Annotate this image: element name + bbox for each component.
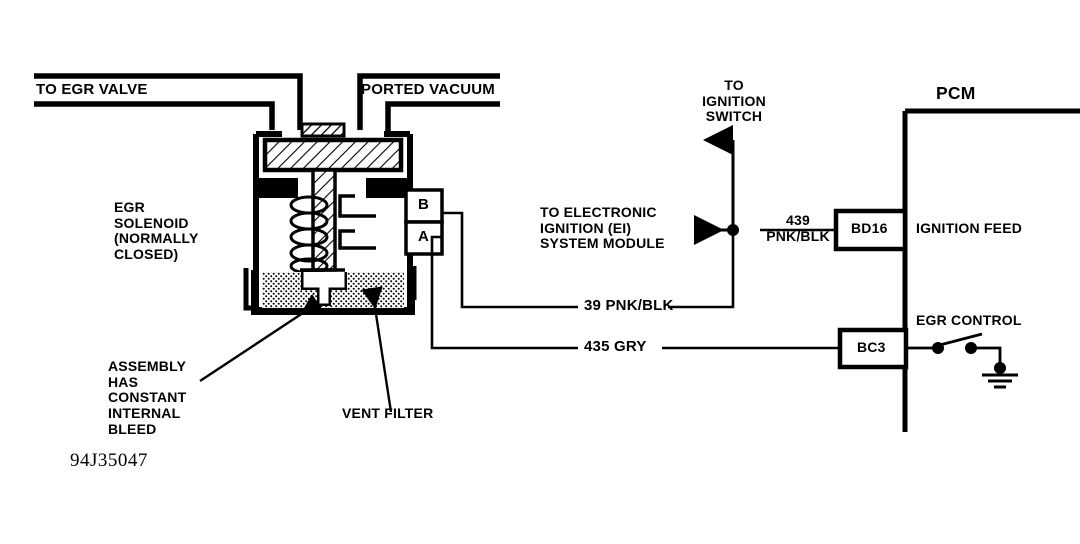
callout-vent-filter: VENT FILTER [342, 405, 434, 421]
ignition-branch [694, 125, 739, 245]
pcm-pin-bd16 [833, 208, 908, 252]
egr-control-switch [906, 332, 1018, 389]
vacuum-lines [34, 73, 500, 134]
solenoid-body [243, 122, 417, 315]
terminal-b-label: B [418, 196, 430, 213]
callout-constant-internal-bleed: ASSEMBLY HAS CONSTANT INTERNAL BLEED [108, 358, 187, 437]
label-egr-solenoid: EGR SOLENOID (NORMALLY CLOSED) [114, 199, 199, 263]
label-to-egr-valve: TO EGR VALVE [36, 81, 148, 98]
pcm-pin-bd16-label: BD16 [851, 220, 888, 236]
pcm-function-egr-control: EGR CONTROL [916, 312, 1022, 328]
label-ported-vacuum: PORTED VACUUM [361, 81, 495, 98]
coil-spring [289, 195, 329, 275]
callout-leaders [199, 286, 393, 413]
terminal-a-label: A [418, 228, 430, 245]
label-ei-system-module: TO ELECTRONIC IGNITION (EI) SYSTEM MODUL… [540, 204, 665, 252]
pcm-boundary [902, 108, 1080, 432]
pcm-pin-bc3-label: BC3 [857, 339, 886, 355]
pcm-function-ignition-feed: IGNITION FEED [916, 220, 1023, 236]
wire-label-439: 439 PNK/BLK [766, 212, 830, 244]
pcm-title: PCM [936, 83, 976, 103]
wire-label-435: 435 GRY [584, 338, 647, 355]
part-number: 94J35047 [70, 450, 148, 471]
ground-node [994, 362, 1006, 374]
junction-dot [727, 224, 739, 236]
ground-icon [982, 373, 1018, 389]
label-to-ignition-switch: TO IGNITION SWITCH [702, 77, 766, 125]
pcm-pin-bc3 [837, 327, 909, 370]
wire-label-39: 39 PNK/BLK [584, 297, 674, 314]
wire-harness [430, 211, 840, 350]
